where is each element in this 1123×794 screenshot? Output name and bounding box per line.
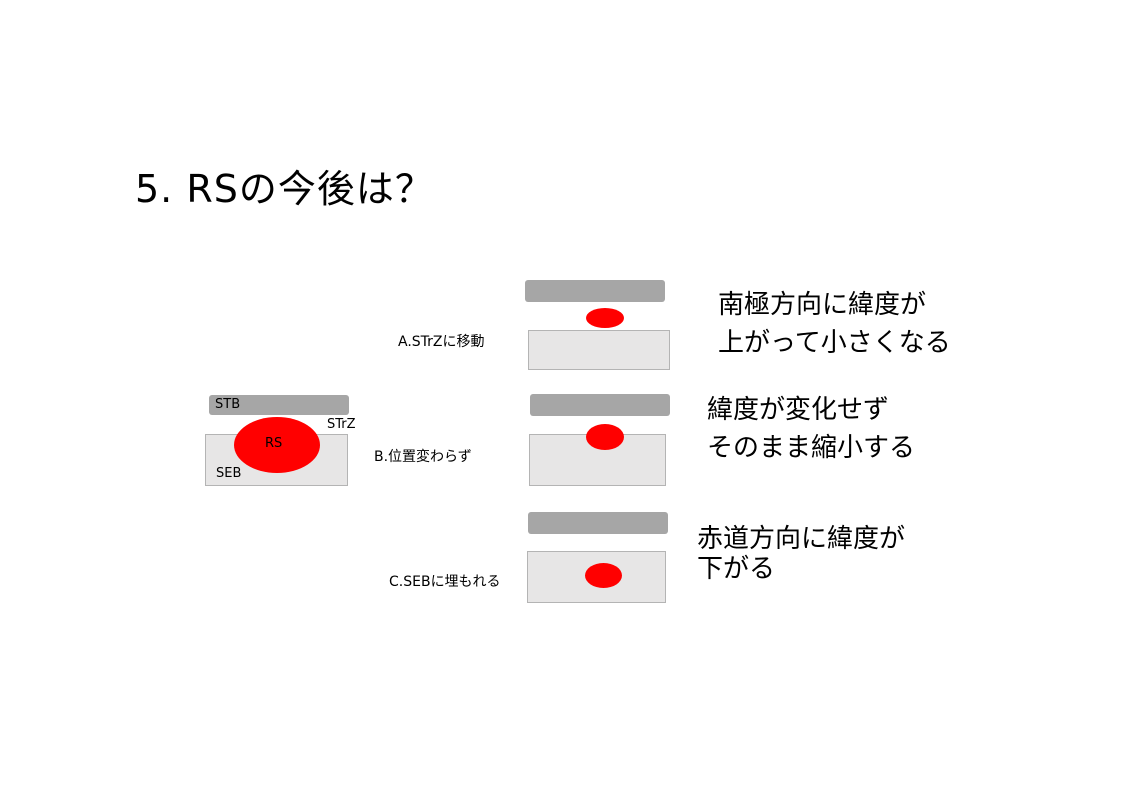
scenario-a-description-line-2: 上がって小さくなる <box>718 328 951 358</box>
stb-label: STB <box>215 397 241 412</box>
scenario-b-description-line-2: そのまま縮小する <box>707 433 916 463</box>
scenario-c-label: C.SEBに埋もれる <box>389 574 501 590</box>
red-spot-oval <box>234 417 320 473</box>
scenario-a-description-line-1: 南極方向に緯度が <box>718 290 927 320</box>
scenario-c-description: 赤道方向に緯度が 下がる <box>697 524 905 584</box>
page-title: 5. RSの今後は？ <box>135 167 434 211</box>
scenario-b-description-line-1: 緯度が変化せず <box>707 395 890 425</box>
scenario-c-stb-belt <box>528 512 668 534</box>
scenario-b-red-spot <box>586 424 624 450</box>
scenario-b-stb-belt <box>530 394 670 416</box>
scenario-a-red-spot <box>586 308 624 328</box>
scenario-a-stb-belt <box>525 280 665 302</box>
rs-label: RS <box>265 436 283 451</box>
scenario-a-description: 南極方向に緯度が 上がって小さくなる <box>718 286 951 362</box>
scenario-c-red-spot <box>585 563 622 588</box>
scenario-c-description-line-1: 赤道方向に緯度が <box>697 524 906 554</box>
scenario-c-description-line-2: 下がる <box>697 554 776 584</box>
scenario-a-label: A.STrZに移動 <box>398 334 485 350</box>
scenario-b-label: B.位置変わらず <box>374 449 472 465</box>
scenario-a-seb-belt <box>528 330 670 370</box>
strz-label: STrZ <box>327 417 356 432</box>
seb-label: SEB <box>216 466 242 481</box>
scenario-b-description: 緯度が変化せず そのまま縮小する <box>707 391 915 467</box>
stb-belt <box>209 395 349 415</box>
